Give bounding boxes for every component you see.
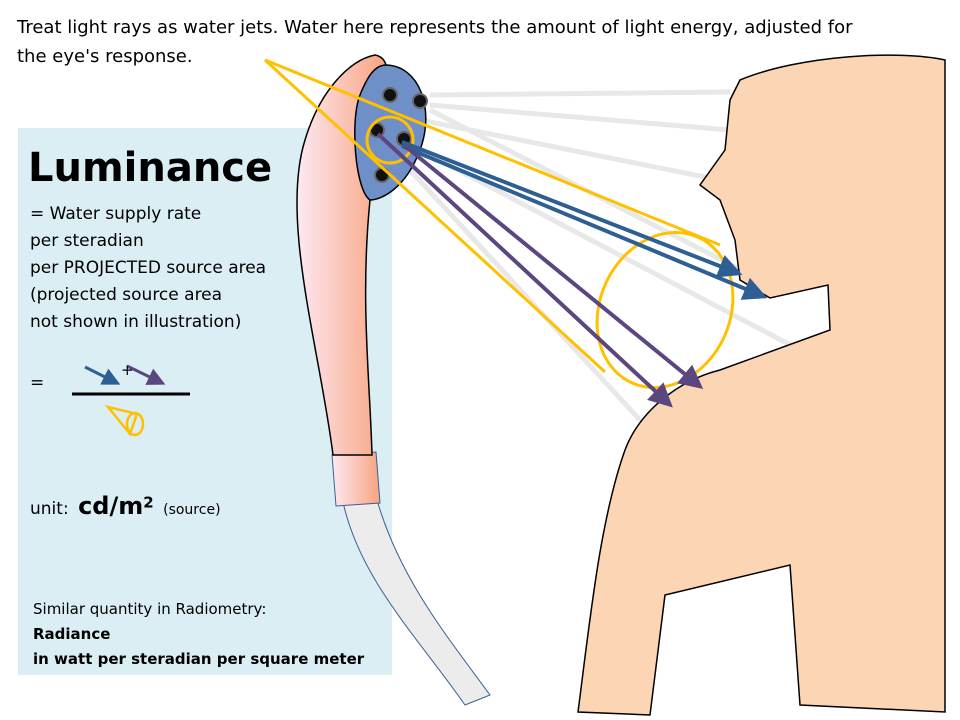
nozzle-holes	[369, 87, 428, 183]
radiometry-name: Radiance	[33, 625, 111, 643]
panel-title: Luminance	[28, 145, 273, 191]
hose	[342, 499, 491, 706]
caption-line-1: Treat light rays as water jets. Water he…	[17, 17, 853, 38]
collar	[331, 451, 381, 507]
definition-line: = Water supply rate	[30, 204, 202, 224]
definition-line: per steradian	[30, 231, 144, 251]
definition-line: not shown in illustration)	[30, 312, 242, 332]
unit-row: unit: cd/m2 (source)	[30, 492, 221, 520]
unit-exponent: 2	[143, 493, 154, 512]
solid-angle-cone	[263, 58, 735, 390]
unit-value: cd/m	[78, 492, 144, 520]
plus-sign: +	[121, 361, 134, 379]
person-silhouette	[577, 54, 946, 716]
radiometry-note: Similar quantity in Radiometry: Radiance…	[33, 597, 364, 672]
light-ray-arrows	[376, 132, 768, 408]
definition-line: (projected source area	[30, 285, 223, 305]
similar-label: Similar quantity in Radiometry:	[33, 600, 267, 618]
shower-nozzle-plate	[354, 64, 427, 201]
definition-line: per PROJECTED source area	[30, 258, 267, 278]
definition-lines: = Water supply rate per steradian per PR…	[30, 201, 266, 336]
radiometry-unit: in watt per steradian per square meter	[33, 650, 365, 668]
caption-line-2: the eye's response.	[17, 46, 193, 67]
equals-sign: =	[30, 373, 45, 393]
formula-graphics	[72, 364, 190, 437]
unit-label: unit:	[30, 499, 69, 519]
unit-note: (source)	[163, 502, 221, 518]
